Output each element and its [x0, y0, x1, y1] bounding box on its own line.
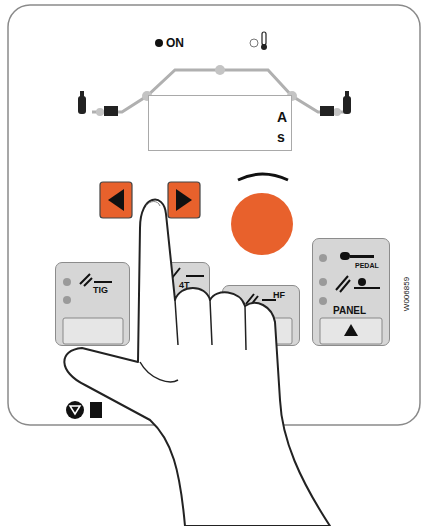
pedal-symbol: [340, 252, 350, 260]
knob-arc: [238, 174, 288, 180]
up-arrow: [254, 324, 268, 336]
led: [319, 297, 327, 305]
trigger-symbol: [172, 268, 204, 278]
button-label: 4T: [179, 281, 190, 290]
arrow-button: [168, 182, 200, 218]
hand-outline: [64, 200, 330, 526]
logo-mark: [66, 401, 84, 419]
arrow-symbol: [108, 189, 124, 211]
arrow-button: [100, 182, 132, 218]
process-button-group: TIG: [55, 262, 130, 346]
indicator-dot: [333, 108, 341, 116]
button-label: PANEL: [333, 306, 366, 316]
trigger-button-group: 4T: [140, 262, 210, 346]
torch-symbol: [358, 278, 366, 286]
push-button: [230, 318, 292, 344]
finger-line: [140, 300, 246, 382]
display-window: As: [148, 95, 292, 151]
hf-button-group: HF: [222, 285, 300, 346]
led: [63, 296, 71, 304]
button-label: HF: [273, 291, 285, 300]
on-led: [155, 39, 163, 47]
figure-id: W006859: [403, 277, 411, 311]
gas-bottle-icon: [78, 91, 118, 116]
gas-bottle-icon: [320, 91, 351, 116]
control-knob: [231, 193, 293, 255]
button-label: s: [277, 130, 285, 144]
power-label: ON: [166, 37, 184, 49]
pedal-symbol: [350, 255, 374, 258]
remote-button-group: PEDAL PANEL: [312, 238, 390, 346]
hf-symbol: [246, 294, 276, 306]
logo-mark: [90, 402, 102, 418]
push-button: [63, 318, 123, 344]
panel-outline: [8, 5, 420, 425]
led: [63, 278, 71, 286]
up-arrow: [344, 324, 358, 336]
thermometer-icon: [250, 32, 267, 50]
push-button: [320, 318, 382, 344]
led: [319, 278, 327, 286]
button-label: TIG: [93, 286, 108, 295]
fingernail: [146, 202, 160, 207]
indicator-dot: [215, 65, 225, 75]
torch-symbol: [336, 276, 380, 292]
torch-symbol: [80, 274, 112, 286]
logo-mark: [70, 406, 80, 414]
indicator-dot: [96, 108, 104, 116]
arrow-symbol: [176, 189, 192, 211]
led: [319, 254, 327, 262]
button-label: PEDAL: [355, 262, 379, 269]
button-label: A: [277, 110, 287, 124]
led: [228, 296, 236, 304]
